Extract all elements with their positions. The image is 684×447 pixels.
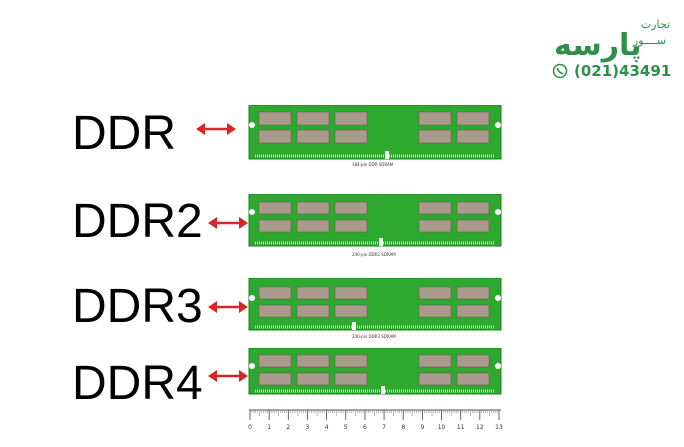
ruler-tick-label: 4	[325, 424, 329, 431]
phone-contact[interactable]: (021)43491	[552, 60, 671, 82]
ruler-tick-label: 9	[420, 424, 424, 431]
ddr-module	[248, 105, 502, 160]
ruler-tick-label: 3	[306, 424, 310, 431]
ruler-tick-label: 10	[438, 424, 446, 431]
ddr-caption: 184-pin DDR SDRAM	[352, 162, 394, 167]
ddr4-module	[248, 348, 502, 395]
ddr3-module	[248, 278, 502, 331]
ruler-tick-label: 5	[344, 424, 348, 431]
ddr3-caption: 240-pin DDR3 SDRAM	[352, 334, 396, 339]
ruler-tick-label: 6	[363, 424, 367, 431]
ruler-tick-label: 1	[267, 424, 271, 431]
logo-tagline-bottom: ســــور	[632, 34, 666, 47]
label-ddr4: DDR4	[72, 357, 203, 410]
double-arrow-icon	[208, 370, 248, 382]
double-arrow-icon	[208, 301, 248, 313]
ruler-tick-label: 7	[382, 424, 386, 431]
brand-logo: پارسه تجارت ســــور	[548, 14, 672, 84]
double-arrow-icon	[208, 217, 248, 229]
ruler-tick-label: 0	[248, 424, 252, 431]
logo-word: پارسه	[554, 28, 642, 63]
ddr2-caption: 240-pin DDR2 SDRAM	[352, 252, 396, 257]
label-ddr2: DDR2	[72, 195, 203, 248]
ruler-tick-label: 11	[457, 424, 465, 431]
ruler-tick-label: 8	[401, 424, 405, 431]
label-ddr3: DDR3	[72, 280, 203, 333]
ruler-tick-label: 12	[476, 424, 484, 431]
ruler-tick-label: 2	[286, 424, 290, 431]
phone-number: (021)43491	[574, 62, 672, 80]
double-arrow-icon	[196, 123, 236, 135]
label-ddr: DDR	[72, 107, 176, 160]
ruler-tick-label: 13	[495, 424, 503, 431]
logo-tagline-top: تجارت	[640, 18, 670, 31]
whatsapp-icon	[552, 63, 568, 79]
ddr2-module	[248, 194, 502, 247]
